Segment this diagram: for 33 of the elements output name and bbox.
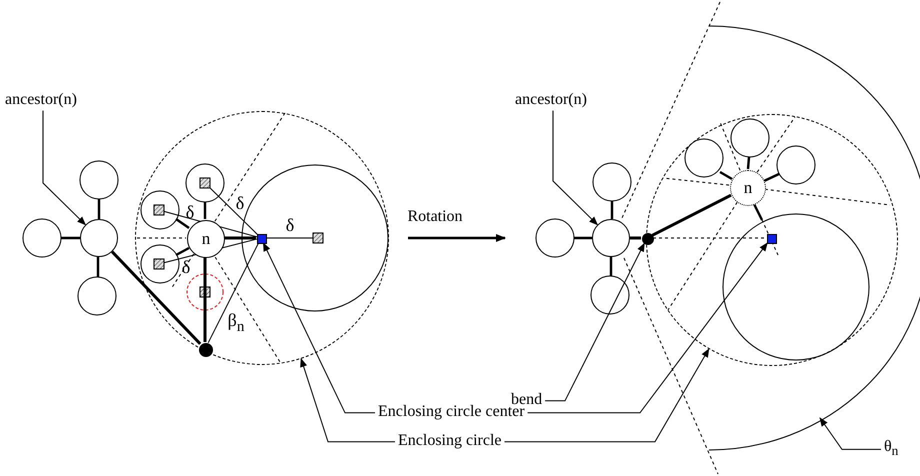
leader-line	[544, 242, 645, 402]
ancestor-circle	[592, 219, 630, 257]
center-marker	[257, 234, 267, 244]
ancestor-label: ancestor(n)	[515, 91, 587, 109]
bend-point	[199, 343, 213, 357]
center-marker	[767, 234, 777, 244]
connector-line	[224, 236, 256, 240]
leader-line	[300, 358, 396, 442]
delta-symbol: δ	[186, 203, 194, 221]
leader-line	[819, 417, 882, 450]
enclosing-circle	[135, 111, 389, 365]
leader-label: Enclosing circle	[398, 432, 502, 450]
connector-line	[652, 194, 732, 237]
leader-line	[262, 242, 376, 414]
angle-label: θ$_{n}$	[884, 438, 898, 459]
delta-symbol: δ	[236, 194, 244, 212]
leader-line	[42, 110, 86, 226]
leader-line	[504, 348, 710, 442]
angle-symbol: β$_{n}$	[228, 311, 244, 335]
bend-point	[642, 233, 654, 245]
delta-symbol: δ	[286, 216, 294, 234]
leader-line	[527, 242, 768, 414]
connector-line	[204, 257, 206, 342]
connector-line	[111, 250, 202, 345]
connector-line	[630, 236, 641, 240]
connector-line	[208, 242, 259, 344]
node-circle: n	[187, 220, 225, 258]
ancestor-label: ancestor(n)	[5, 91, 77, 109]
delta-symbol: δ	[182, 258, 190, 276]
leader-line	[552, 110, 598, 226]
rotation-label: Rotation	[407, 209, 463, 225]
node-circle: n	[730, 170, 766, 206]
ancestor-circle	[80, 219, 118, 257]
